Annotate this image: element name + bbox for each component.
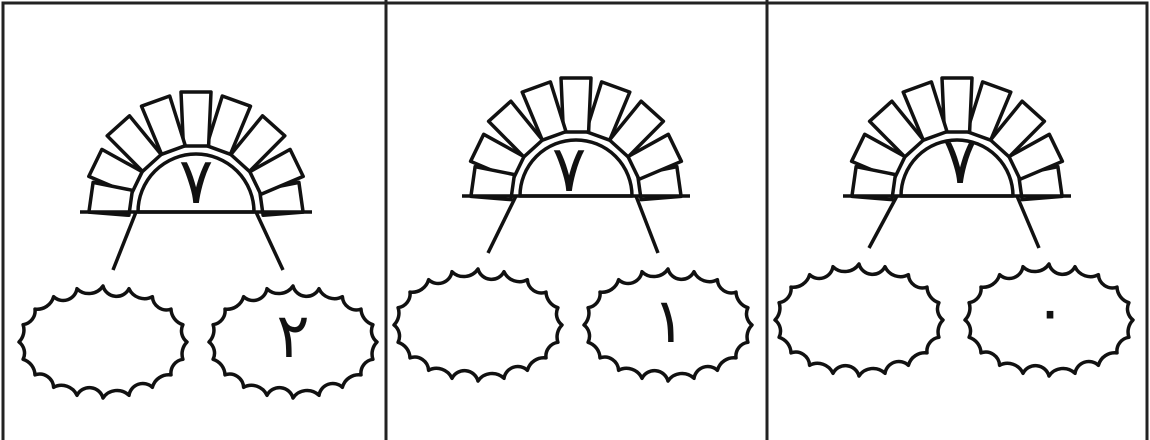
number-bond-panel-3: ٧ ٠	[767, 0, 1147, 440]
right-cloud-number: ١	[629, 290, 709, 352]
left-cloud-icon	[394, 269, 562, 381]
right-cloud-number: ٠	[1010, 280, 1090, 342]
sun-ray	[942, 78, 972, 132]
number-bond-panel-1: ٧ ٢	[3, 0, 386, 440]
connector-line-left	[869, 196, 897, 248]
sun-and-clouds-drawing	[767, 0, 1147, 440]
right-cloud-number: ٢	[253, 305, 333, 367]
sun-number: ٧	[146, 150, 246, 214]
connector-line-left	[488, 196, 516, 253]
connector-line-right	[256, 212, 283, 270]
sun-number: ٧	[519, 138, 619, 202]
sun-ray	[561, 78, 591, 132]
sun-ray	[181, 92, 211, 146]
connector-line-left	[113, 212, 136, 270]
sun-and-clouds-drawing	[3, 0, 386, 440]
number-bond-panel-2: ٧ ١	[386, 0, 767, 440]
left-cloud-icon	[19, 286, 187, 398]
connector-line-right	[636, 196, 658, 253]
connector-line-right	[1017, 196, 1039, 248]
sun-and-clouds-drawing	[386, 0, 767, 440]
sun-number: ٧	[910, 130, 1010, 194]
left-cloud-icon	[775, 264, 943, 376]
